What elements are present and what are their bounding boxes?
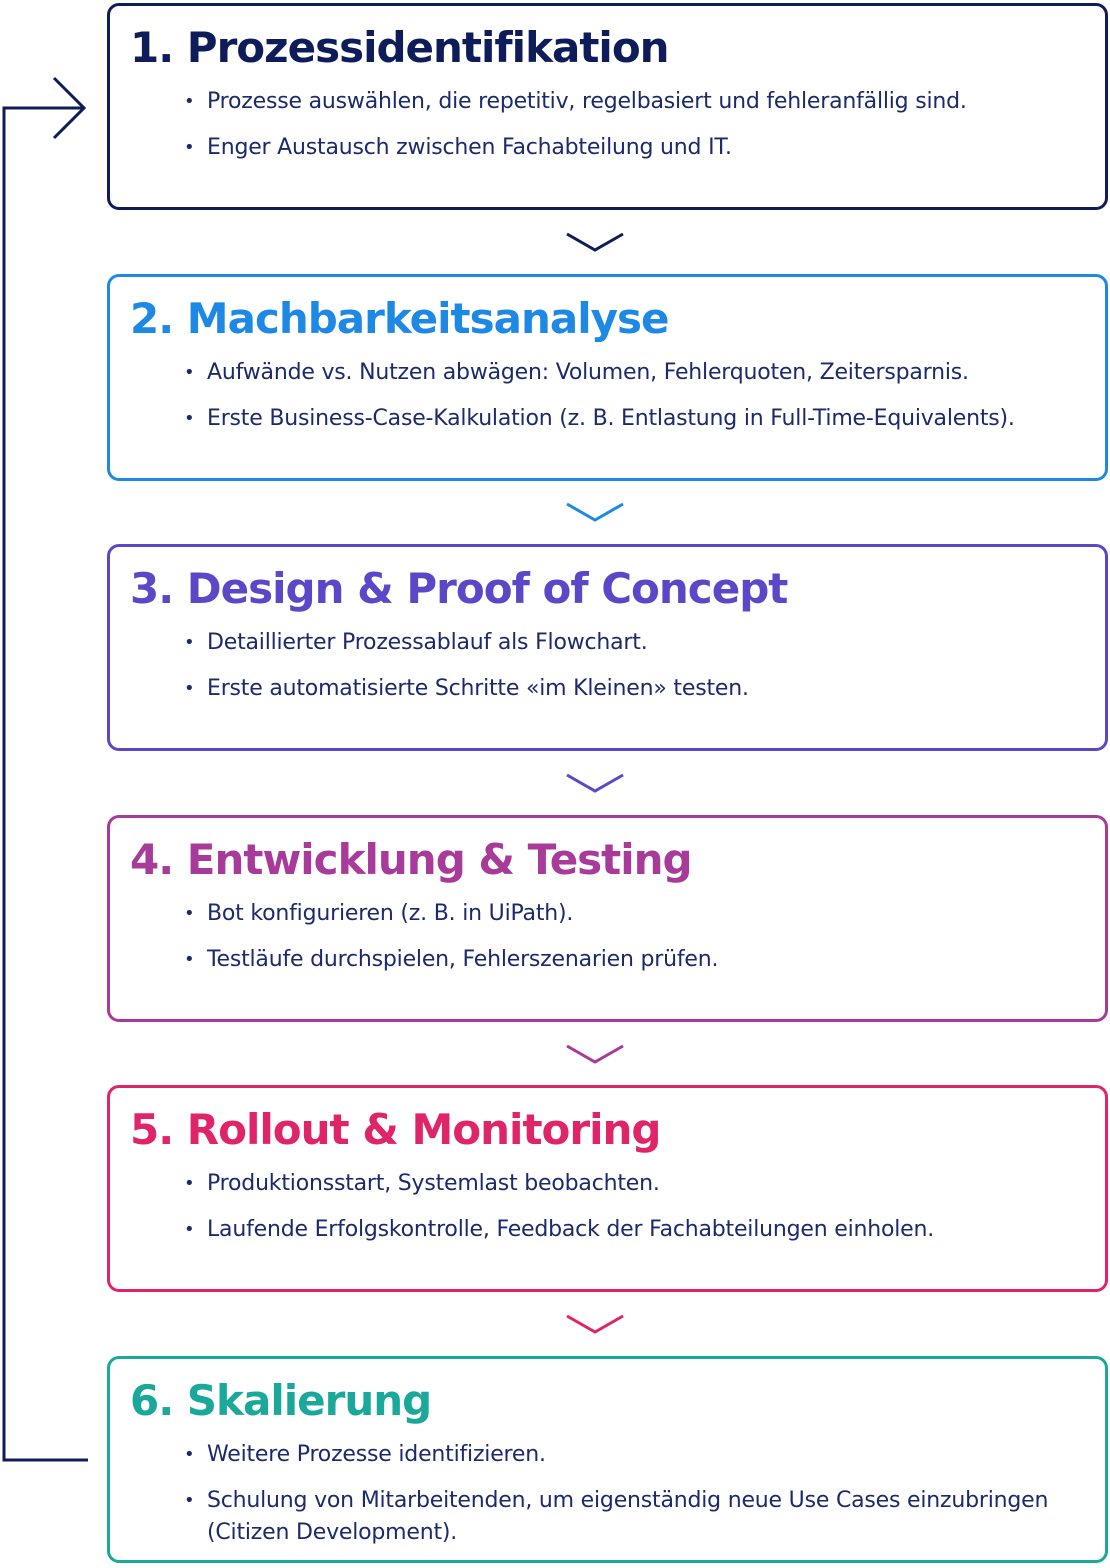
bullet-dot-icon: • — [184, 632, 195, 653]
list-item: • Prozesse auswählen, die repetitiv, rege… — [184, 86, 1085, 118]
step-1-bullet-list: • Prozesse auswählen, die repetitiv, rege… — [130, 86, 1085, 164]
bullet-dot-icon: • — [184, 903, 195, 924]
step-3-bullet-list: • Detaillierter Prozessablauf als Flowcha… — [130, 627, 1085, 705]
chevron-down-icon — [566, 502, 624, 522]
list-item-text: Erste automatisierte Schritte «im Kleine… — [207, 676, 749, 701]
step-4-title: 4. Entwicklung & Testing — [130, 835, 693, 884]
list-item-text: Erste Business-Case-Kalkulation (z. B. E… — [207, 406, 1015, 431]
list-item: • Schulung von Mitarbeitenden, um eigenst… — [184, 1485, 1085, 1549]
list-item: • Bot konfigurieren (z. B. in UiPath). — [184, 898, 1085, 930]
list-item: • Aufwände vs. Nutzen abwägen: Volumen, F… — [184, 357, 1085, 389]
step-4-entwicklung-testing: 4. Entwicklung & Testing • Bot konfigurie… — [107, 815, 1108, 1022]
bullet-dot-icon: • — [184, 137, 195, 158]
bullet-dot-icon: • — [184, 362, 195, 383]
list-item-text: Bot konfigurieren (z. B. in UiPath). — [207, 901, 574, 926]
bullet-dot-icon: • — [184, 1444, 195, 1465]
step-2-title: 2. Machbarkeitsanalyse — [130, 294, 669, 343]
list-item-text: Schulung von Mitarbeitenden, um eigenstä… — [207, 1488, 1049, 1545]
list-item-text: Weitere Prozesse identifizieren. — [207, 1442, 546, 1467]
chevron-down-icon — [566, 1044, 624, 1064]
chevron-down-stroke — [566, 773, 624, 793]
bullet-dot-icon: • — [184, 949, 195, 970]
chevron-down-icon — [566, 1314, 624, 1334]
bullet-dot-icon: • — [184, 408, 195, 429]
bullet-dot-icon: • — [184, 1219, 195, 1240]
list-item: • Produktionsstart, Systemlast beobachten… — [184, 1168, 1085, 1200]
step-2-machbarkeitsanalyse: 2. Machbarkeitsanalyse • Aufwände vs. Nut… — [107, 274, 1108, 481]
chevron-down-stroke — [566, 1314, 624, 1334]
list-item: • Erste Business-Case-Kalkulation (z. B. … — [184, 403, 1085, 435]
step-4-bullet-list: • Bot konfigurieren (z. B. in UiPath). • T… — [130, 898, 1085, 976]
step-3-title: 3. Design & Proof of Concept — [130, 564, 788, 613]
list-item: • Weitere Prozesse identifizieren. — [184, 1439, 1085, 1471]
list-item-text: Prozesse auswählen, die repetitiv, regel… — [207, 89, 967, 114]
bullet-dot-icon: • — [184, 678, 195, 699]
step-3-design-proof-of-concept: 3. Design & Proof of Concept • Detaillier… — [107, 544, 1108, 751]
chevron-down-icon — [566, 232, 624, 252]
list-item-text: Produktionsstart, Systemlast beobachten. — [207, 1171, 660, 1196]
step-1-title: 1. Prozessidentifikation — [130, 23, 670, 72]
list-item: • Enger Austausch zwischen Fachabteilung … — [184, 132, 1085, 164]
list-item: • Erste automatisierte Schritte «im Klein… — [184, 673, 1085, 705]
list-item: • Laufende Erfolgskontrolle, Feedback der… — [184, 1214, 1085, 1246]
step-6-bullet-list: • Weitere Prozesse identifizieren. • Schul… — [130, 1439, 1085, 1549]
step-1-prozessidentifikation: 1. Prozessidentifikation • Prozesse auswä… — [107, 3, 1108, 210]
list-item: • Testläufe durchspielen, Fehlerszenarien… — [184, 944, 1085, 976]
list-item-text: Testläufe durchspielen, Fehlerszenarien … — [207, 947, 719, 972]
loop-back-line — [2, 106, 88, 1462]
bullet-dot-icon: • — [184, 1173, 195, 1194]
step-5-rollout-monitoring: 5. Rollout & Monitoring • Produktionsstar… — [107, 1085, 1108, 1292]
bullet-dot-icon: • — [184, 1490, 195, 1511]
list-item-text: Aufwände vs. Nutzen abwägen: Volumen, Fe… — [207, 360, 969, 385]
list-item-text: Detaillierter Prozessablauf als Flowchar… — [207, 630, 648, 655]
list-item-text: Enger Austausch zwischen Fachabteilung u… — [207, 135, 732, 160]
step-2-bullet-list: • Aufwände vs. Nutzen abwägen: Volumen, F… — [130, 357, 1085, 435]
chevron-down-stroke — [566, 1044, 624, 1064]
step-6-skalierung: 6. Skalierung • Weitere Prozesse identifi… — [107, 1356, 1108, 1563]
chevron-down-stroke — [566, 502, 624, 522]
bullet-dot-icon: • — [184, 91, 195, 112]
list-item-text: Laufende Erfolgskontrolle, Feedback der … — [207, 1217, 935, 1242]
step-5-title: 5. Rollout & Monitoring — [130, 1105, 661, 1154]
chevron-down-icon — [566, 773, 624, 793]
step-6-title: 6. Skalierung — [130, 1376, 432, 1425]
chevron-down-stroke — [566, 232, 624, 252]
loop-back-arrowhead-icon — [52, 76, 87, 140]
list-item: • Detaillierter Prozessablauf als Flowcha… — [184, 627, 1085, 659]
step-5-bullet-list: • Produktionsstart, Systemlast beobachten… — [130, 1168, 1085, 1246]
